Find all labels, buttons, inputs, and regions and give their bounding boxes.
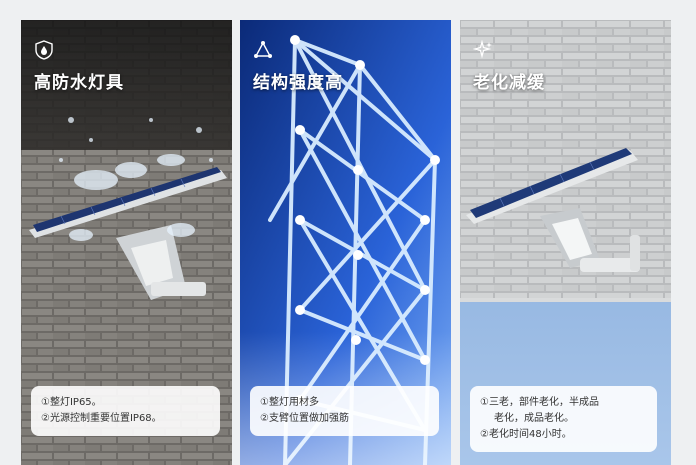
water-drop-shield-icon (35, 40, 53, 60)
note-line: ②老化时间48小时。 (480, 429, 572, 440)
panel-title: 高防水灯具 (34, 73, 124, 93)
note-line: 老化，成品老化。 (494, 413, 574, 424)
panel-structure: 结构强度高 ①整灯用材多 ②支臂位置做加强筋 (240, 20, 451, 465)
waterproof-lamp-image (21, 20, 232, 465)
feature-note: ①整灯IP65。 ②光源控制重要位置IP68。 (31, 386, 220, 436)
feature-note: ①整灯用材多 ②支臂位置做加强筋 (250, 386, 439, 436)
feature-note: ①三老，部件老化，半成品 老化，成品老化。 ②老化时间48小时。 (470, 386, 657, 452)
panel-title: 结构强度高 (253, 73, 343, 93)
panel-anti-aging: 老化减缓 ①三老，部件老化，半成品 老化，成品老化。 ②老化时间48小时。 (460, 20, 671, 465)
panel-waterproof: 高防水灯具 ①整灯IP65。 ②光源控制重要位置IP68。 (21, 20, 232, 465)
note-line: ②光源控制重要位置IP68。 (41, 413, 162, 424)
note-line: ①三老，部件老化，半成品 (480, 397, 599, 408)
triangle-structure-icon (254, 41, 272, 58)
note-line: ①整灯IP65。 (41, 397, 102, 408)
note-line: ①整灯用材多 (260, 397, 319, 408)
panel-title: 老化减缓 (473, 73, 545, 93)
sparkle-icon (473, 40, 492, 59)
note-line: ②支臂位置做加强筋 (260, 413, 349, 424)
